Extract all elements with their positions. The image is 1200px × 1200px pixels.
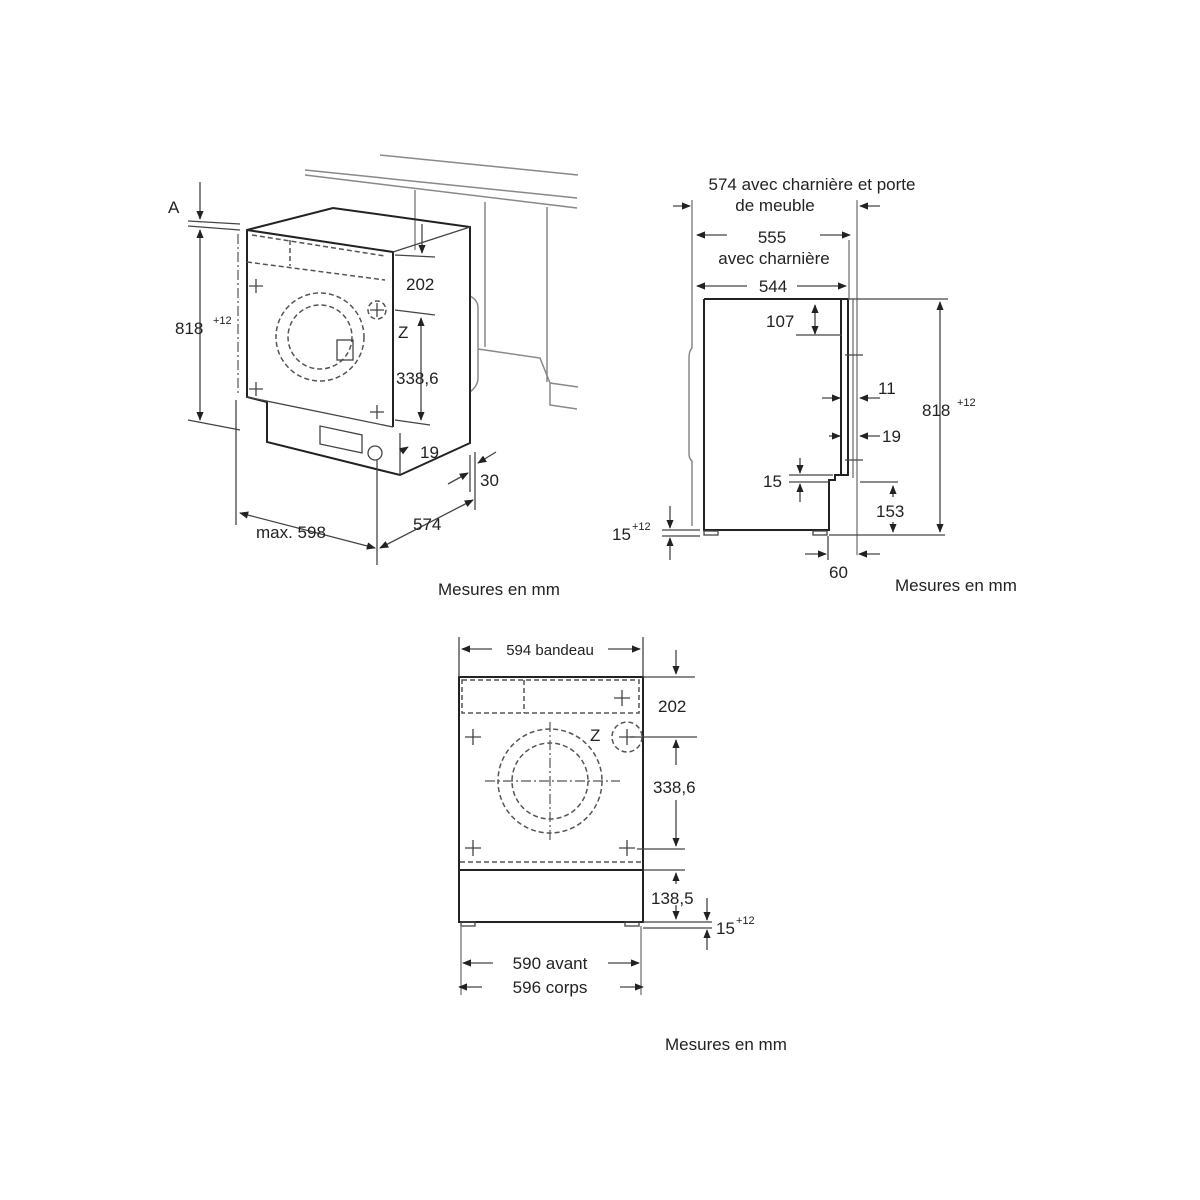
side-depth-hinge-label: avec charnière [718,249,830,268]
front-z-label: Z [590,726,600,745]
side-dim-19: 19 [882,427,901,446]
front-panel-width: 594 bandeau [506,642,594,659]
iso-units-note: Mesures en mm [438,580,560,599]
iso-dimension-lines [187,182,497,565]
iso-offset-19: 19 [420,443,439,462]
side-dim-107: 107 [766,312,794,331]
side-feet-value: 15 [612,525,631,544]
front-feet-tolerance: +12 [736,915,755,927]
side-dim-153: 153 [876,502,904,521]
iso-depth: 574 [413,515,441,534]
side-depth-total-line2: de meuble [735,196,814,215]
iso-z-label: Z [398,323,408,342]
side-units-note: Mesures en mm [895,576,1017,595]
side-depth-body: 544 [759,277,787,296]
front-hinge-distance: 338,6 [653,778,696,797]
iso-panel-height: 202 [406,275,434,294]
front-units-note: Mesures en mm [665,1035,787,1054]
side-dimension-lines [662,200,948,560]
side-height-tolerance: +12 [957,397,976,409]
isometric-view: A 818 +12 202 Z 338,6 19 30 574 max. 598… [168,154,579,599]
iso-hinge-distance: 338,6 [396,369,439,388]
cabinet-outline [304,154,579,410]
side-dim-60: 60 [829,563,848,582]
side-dim-15: 15 [763,472,782,491]
front-feet-value: 15 [716,919,735,938]
body-width: 596 corps [513,978,588,997]
front-mount-marks [465,690,635,856]
side-view: 574 avec charnière et porte de meuble 55… [612,175,1017,595]
front-panel-height: 202 [658,697,686,716]
machine-body [237,206,471,477]
front-view: 594 bandeau 202 Z 338,6 138,5 15 +12 590… [458,637,787,1054]
iso-height-tolerance: +12 [213,315,232,327]
side-dim-11: 11 [878,379,896,398]
side-depth-total-line1: 574 avec charnière et porte [709,175,916,194]
side-feet-tolerance: +12 [632,521,651,533]
label-a: A [168,198,180,217]
side-height-value: 818 [922,401,950,420]
mount-marks [249,279,384,419]
side-depth-hinge-value: 555 [758,228,786,247]
iso-offset-30: 30 [480,471,499,490]
front-plinth: 138,5 [651,889,694,908]
front-dimension-lines [458,637,712,995]
side-body [688,200,863,555]
front-width: 590 avant [513,954,588,973]
iso-height-value: 818 [175,319,203,338]
iso-width: max. 598 [256,523,326,542]
front-body [458,676,644,927]
